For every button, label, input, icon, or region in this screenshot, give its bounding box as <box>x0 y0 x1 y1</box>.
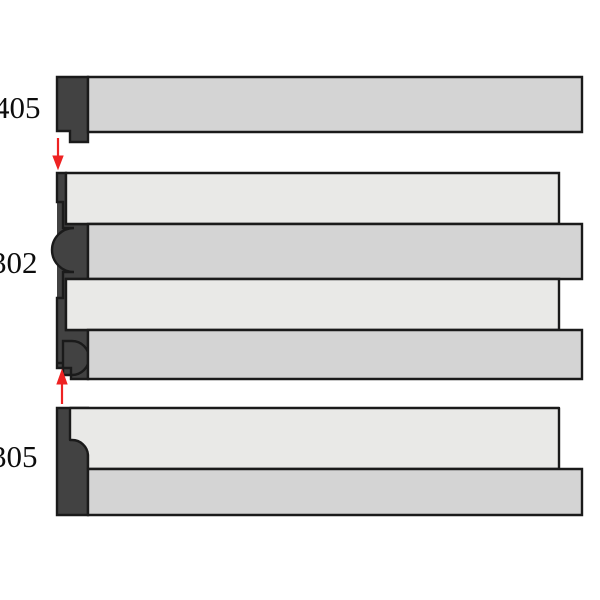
part-305-fin-2 <box>86 467 584 517</box>
part-302-fin-1 <box>64 171 561 226</box>
part-305-fin-1 <box>68 406 561 471</box>
annotation-arrows <box>52 138 68 404</box>
reference-label-305: 305 <box>0 439 38 474</box>
part-302-fin-3 <box>64 277 561 332</box>
reference-label-405: 405 <box>0 90 41 125</box>
arrow-down-icon <box>52 138 64 171</box>
part-405-group <box>55 75 584 144</box>
part-405-spine <box>55 75 90 144</box>
part-305-group <box>55 406 584 517</box>
reference-label-302: 302 <box>0 245 38 280</box>
part-302-fin-2 <box>86 222 584 281</box>
part-405-fin <box>86 75 584 134</box>
arrow-up-icon <box>56 368 68 404</box>
part-302-group <box>50 171 584 381</box>
part-302-fin-4 <box>86 328 584 381</box>
